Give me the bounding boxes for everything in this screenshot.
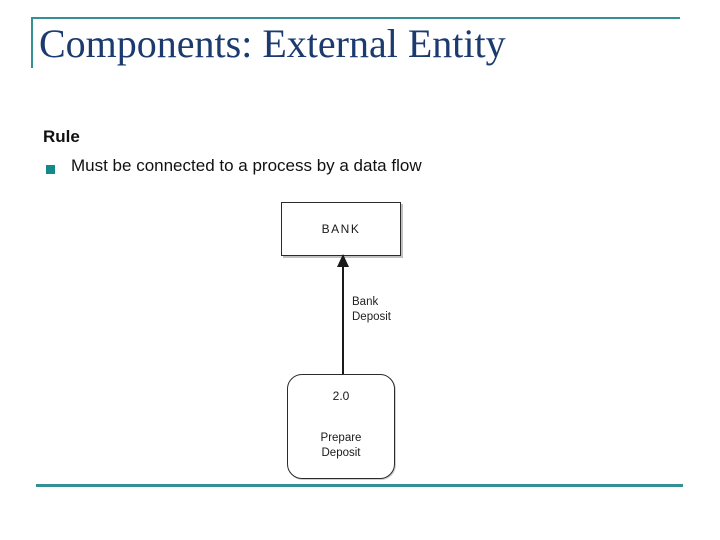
process-number: 2.0 <box>332 389 350 403</box>
external-entity-label: BANK <box>321 222 361 236</box>
process-name: Prepare Deposit <box>320 432 362 459</box>
bullet-square-icon <box>46 165 55 174</box>
section-heading: Rule <box>43 127 80 146</box>
top-rule <box>31 17 680 19</box>
data-flow-label: Bank Deposit <box>352 296 391 323</box>
page-title: Components: External Entity <box>39 21 506 66</box>
bottom-rule <box>36 484 683 487</box>
arrowhead-up-icon <box>337 254 349 267</box>
process-box: 2.0 Prepare Deposit <box>287 374 395 479</box>
bullet-text: Must be connected to a process by a data… <box>71 156 422 175</box>
data-flow-line <box>342 264 344 375</box>
external-entity-box: BANK <box>281 202 401 256</box>
title-accent-bar <box>31 17 33 68</box>
